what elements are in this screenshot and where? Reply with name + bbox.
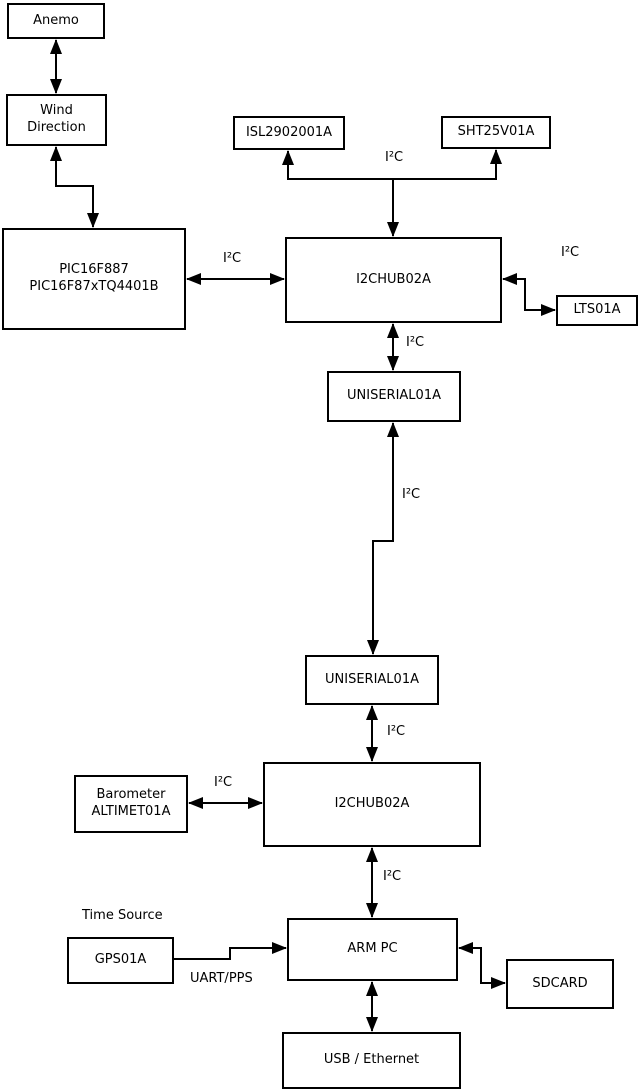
node-lts01a: LTS01A (556, 295, 638, 326)
label-i2c-uniserial-hub2: I²C (387, 724, 406, 739)
label-i2c-bus-top: I²C (385, 150, 404, 165)
edge-armpc-sdcard (458, 942, 506, 989)
edge-gps-armpc (174, 942, 287, 960)
node-uniserial01a-bottom: UNISERIAL01A (305, 655, 439, 705)
node-arm-pc: ARM PC (287, 918, 458, 981)
label-i2c-hub2-armpc: I²C (383, 869, 402, 884)
node-sdcard: SDCARD (506, 959, 614, 1009)
node-wind-direction: Wind Direction (6, 94, 107, 146)
node-i2chub02a-top: I2CHUB02A (285, 237, 502, 323)
label-i2c-barometer-hub2: I²C (214, 775, 233, 790)
node-anemo: Anemo (7, 3, 105, 39)
node-sht25v01a: SHT25V01A (441, 116, 551, 149)
edge-wind-pic (50, 146, 99, 228)
label-i2c-hub-uniserial: I²C (406, 335, 425, 350)
node-isl2902001a: ISL2902001A (233, 116, 345, 150)
label-i2c-pic-hub: I²C (223, 251, 242, 266)
label-i2c-uniserial-link: I²C (402, 487, 421, 502)
label-i2c-hub-lts: I²C (561, 245, 580, 260)
label-time-source: Time Source (82, 908, 163, 923)
node-barometer: Barometer ALTIMET01A (74, 775, 188, 833)
edge-uniserial-link (367, 422, 399, 655)
node-usb-ethernet: USB / Ethernet (282, 1032, 461, 1089)
node-uniserial01a-top: UNISERIAL01A (327, 371, 461, 422)
label-uart-pps: UART/PPS (190, 971, 253, 986)
edge-i2chub-lts (502, 273, 556, 316)
node-gps01a: GPS01A (67, 937, 174, 984)
node-pic16f887: PIC16F887 PIC16F87xTQ4401B (2, 228, 186, 330)
node-i2chub02a-bottom: I2CHUB02A (263, 762, 481, 847)
